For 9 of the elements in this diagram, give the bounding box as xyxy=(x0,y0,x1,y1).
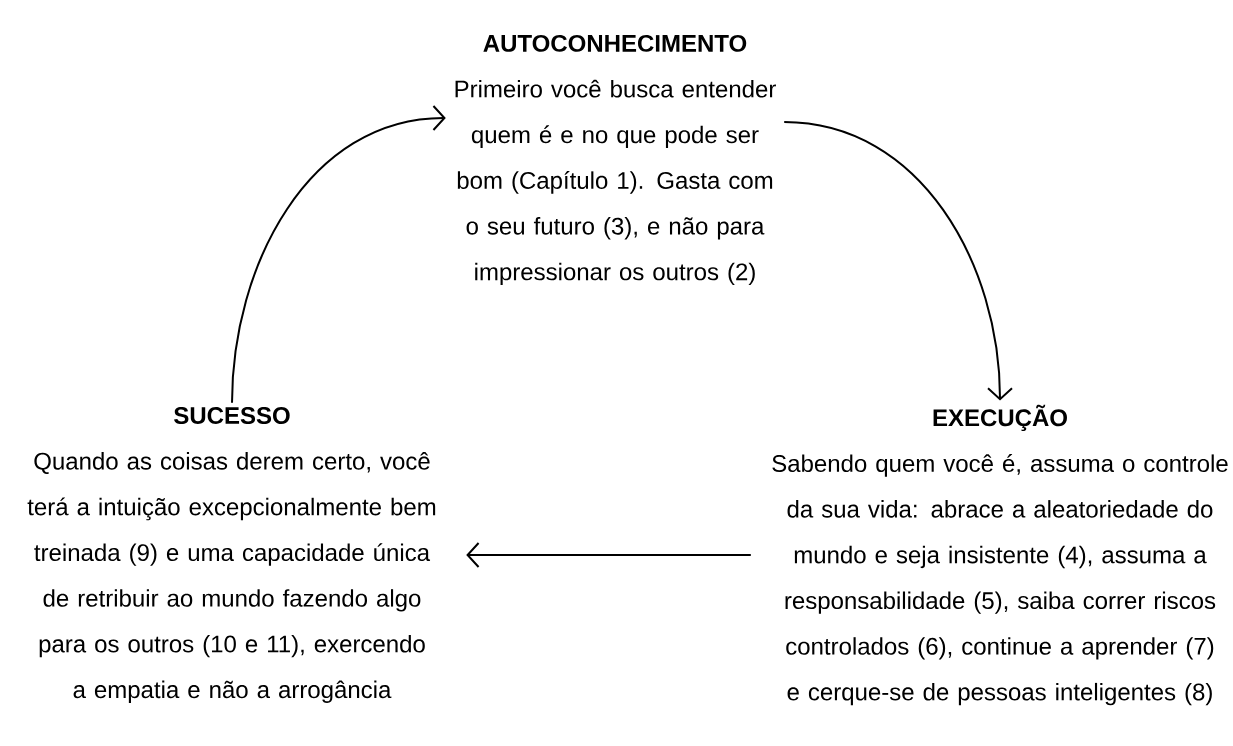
description: Sabendo quem você é, assuma o controle da sua vida: abrace a aleatoriedade do mundo e seja insistente (4), assuma a responsabilidade (5), saiba correr riscos controlados (6), continue a aprender (7) e cerque-se de pessoas inteligentes (8) xyxy=(772,454,1228,706)
heading: SUCESSO xyxy=(174,407,290,424)
description: Quando as coisas derem certo, você terá a intuição excepcionalmente bem treinada (9) e uma capacidade única de retribuir ao mundo fazendo algo para os outros (10 e 11), exercendo a empatia e não a arrogância xyxy=(27,452,436,703)
arrow xyxy=(231,105,446,404)
heading: EXECUÇÃO xyxy=(933,404,1067,432)
description: Primeiro você busca entender quem é e no que pode ser bom (Capítulo 1). Gasta com o seu futuro (3), e não para impressionar os outros (2) xyxy=(455,79,776,286)
arrow xyxy=(466,542,752,568)
arrow xyxy=(783,121,1013,401)
heading: AUTOCONHECIMENTO xyxy=(483,34,747,52)
